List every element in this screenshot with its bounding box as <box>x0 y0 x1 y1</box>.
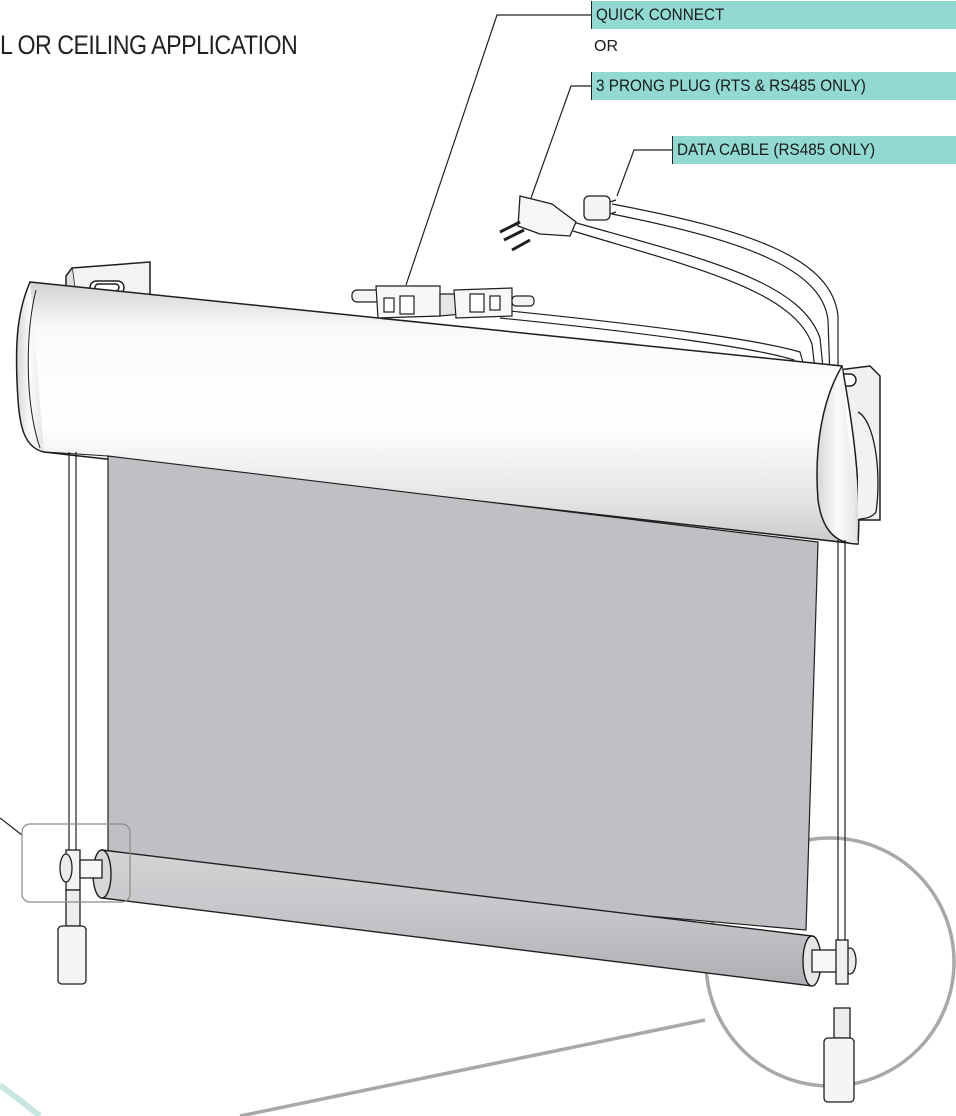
detail-box <box>21 823 131 903</box>
leader-lines <box>0 14 672 836</box>
cables <box>499 203 839 381</box>
data-cable-connector-graphic <box>583 195 617 221</box>
quick-connect-graphic <box>351 285 535 319</box>
right-endcap <box>857 411 879 521</box>
callout-or: OR <box>594 38 618 55</box>
detail-arc-left <box>0 1082 42 1116</box>
cassette <box>15 281 860 545</box>
callout-data-cable-label: DATA CABLE (RS485 ONLY) <box>677 140 876 159</box>
callout-quick-connect-label: QUICK CONNECT <box>596 5 725 24</box>
callout-data-cable: DATA CABLE (RS485 ONLY) <box>672 136 956 164</box>
detail-leader <box>239 1018 706 1116</box>
callout-three-prong-plug-label: 3 PRONG PLUG (RTS & RS485 ONLY) <box>596 76 866 95</box>
guide-cables <box>68 452 846 940</box>
page-title: L OR CEILING APPLICATION <box>0 30 298 60</box>
shade-fabric <box>107 455 819 931</box>
callout-quick-connect: QUICK CONNECT <box>591 1 956 29</box>
three-prong-plug-graphic <box>499 195 577 252</box>
right-guide-fitting <box>811 939 857 1103</box>
left-guide-fitting <box>57 849 103 985</box>
callout-three-prong-plug: 3 PRONG PLUG (RTS & RS485 ONLY) <box>591 72 956 100</box>
